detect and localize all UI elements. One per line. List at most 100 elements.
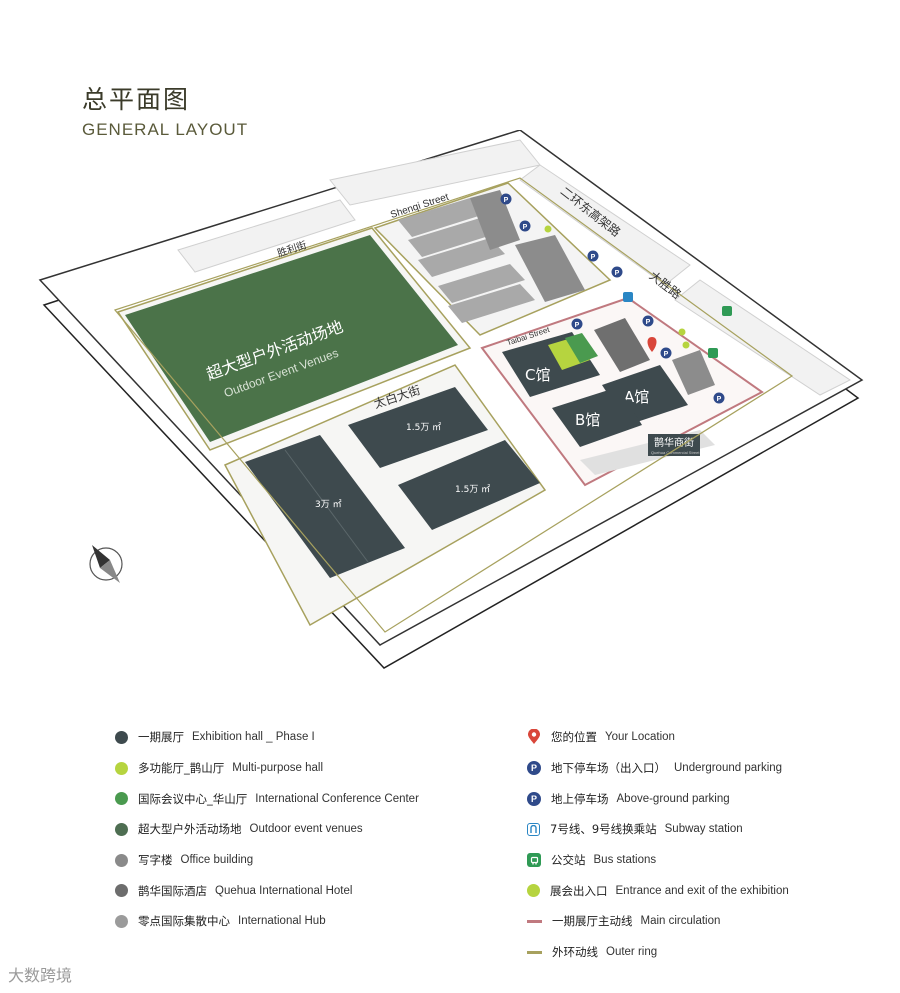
legend-label-en: Outdoor event venues [249, 823, 363, 836]
legend-label-en: International Conference Center [255, 792, 419, 805]
hall-b-label: B馆 [575, 411, 600, 429]
hub-sublabel: Quehua Commercial Street [651, 450, 700, 455]
hotel-building [594, 318, 650, 372]
parking-icon [660, 347, 672, 359]
svg-text:P: P [591, 254, 596, 261]
legend-item: 公交站 Bus stations [527, 845, 789, 876]
legend-item: 超大型户外活动场地 Outdoor event venues [115, 814, 419, 845]
hub-swatch [115, 914, 128, 928]
outdoor-event-venues [125, 235, 458, 442]
legend-item: 零点国际集散中心 International Hub [115, 906, 419, 937]
legend-label-en: Above-ground parking [616, 792, 730, 805]
legend-label-cn: 写字楼 [138, 853, 173, 868]
svg-text:P: P [646, 319, 651, 326]
compass-icon [89, 545, 123, 583]
legend-label-en: Subway station [664, 823, 743, 836]
svg-text:P: P [575, 322, 580, 329]
legend-label-en: Entrance and exit of the exhibition [615, 884, 789, 897]
entrance-swatch [527, 884, 540, 898]
location-pin-icon [647, 337, 657, 352]
legend-label-en: Outer ring [606, 946, 658, 959]
watermark: 大数跨境 [8, 966, 73, 985]
hall-1-5-south [398, 440, 540, 530]
legend-label-en: Your Location [605, 731, 675, 744]
legend-item: 鹊华国际酒店 Quehua International Hotel [115, 875, 419, 906]
page-subtitle: GENERAL LAYOUT [82, 120, 249, 139]
conference-center [565, 333, 598, 363]
svg-text:P: P [523, 224, 528, 231]
parking-icon [500, 193, 512, 205]
legend-label-cn: 7号线、9号线换乘站 [550, 822, 657, 837]
parking-icon [587, 250, 599, 262]
general-layout-map: 超大型户外活动场地 Outdoor Event Venues 1.5万 ㎡ 1.… [38, 130, 864, 669]
entrance-icon [682, 341, 690, 349]
hall-b [552, 387, 642, 447]
hall-1-5-south-label: 1.5万 ㎡ [455, 484, 490, 495]
hall-1-5-north-label: 1.5万 ㎡ [406, 422, 441, 433]
subway-icon [527, 822, 540, 836]
hotel-swatch [115, 884, 128, 898]
entrance-icon [678, 328, 686, 336]
legend-label-cn: 国际会议中心_华山厅 [138, 791, 248, 806]
office-building-swatch [115, 853, 128, 867]
office-building [672, 350, 715, 395]
legend-label-cn: 地上停车场 [551, 791, 609, 806]
outer-ring-swatch [527, 950, 542, 954]
hall-3 [245, 435, 405, 578]
outdoor-venue-swatch [115, 822, 128, 836]
parking-icon [571, 318, 583, 330]
parking-icon [519, 220, 531, 232]
legend-label-en: Main circulation [640, 915, 721, 928]
bus-icon [708, 348, 718, 358]
hub-label-box [648, 434, 700, 456]
legend-label-en: International Hub [238, 915, 326, 928]
legend-label-cn: 展会出入口 [550, 883, 608, 898]
legend-item: 写字楼 Office building [115, 845, 419, 876]
hall-c-label: C馆 [525, 366, 550, 384]
legend-item: 您的位置 Your Location [527, 722, 789, 753]
parking-icon [642, 315, 654, 327]
legend-item: 国际会议中心_华山厅 International Conference Cente… [115, 783, 419, 814]
legend-label-cn: 一期展厅 [138, 730, 184, 745]
location-pin-icon [528, 729, 540, 745]
legend-label-cn: 多功能厅_鹊山厅 [138, 761, 225, 776]
hall-1-5-north [348, 387, 488, 468]
page-title: 总平面图 [82, 85, 191, 114]
legend-item: 一期展厅主动线 Main circulation [527, 906, 789, 937]
legend-item: 多功能厅_鹊山厅 Multi-purpose hall [115, 753, 419, 784]
legend-label-en: Quehua International Hotel [215, 884, 353, 897]
legend-label-cn: 地下停车场（出入口） [551, 761, 666, 776]
outer-ring-route [113, 177, 794, 633]
bus-icon [527, 853, 541, 868]
legend-label-cn: 您的位置 [551, 730, 597, 745]
legend-item: 展会出入口 Entrance and exit of the exhibition [527, 875, 789, 906]
legend-label-en: Bus stations [593, 854, 657, 867]
svg-text:P: P [717, 396, 722, 403]
parking-icon [713, 392, 725, 404]
legend-label-cn: 超大型户外活动场地 [138, 822, 242, 837]
legend-item: 外环动线 Outer ring [527, 937, 789, 968]
legend-item: 7号线、9号线换乘站 Subway station [527, 814, 789, 845]
svg-text:P: P [664, 351, 669, 358]
legend-label-cn: 公交站 [551, 853, 586, 868]
main-circulation-swatch [527, 919, 542, 923]
multipurpose-hall-swatch [115, 761, 128, 775]
subway-icon [623, 292, 633, 302]
legend-label-cn: 外环动线 [552, 945, 598, 960]
office-blocks [398, 190, 585, 323]
legend-label-en: Multi-purpose hall [232, 762, 324, 775]
bus-icon [722, 306, 732, 316]
legend-label-cn: 一期展厅主动线 [552, 914, 633, 929]
parking-markers: P P P P P P P P [500, 193, 725, 404]
legend-label-cn: 零点国际集散中心 [138, 914, 230, 929]
hall-3-label: 3万 ㎡ [315, 499, 342, 510]
legend-label-cn: 鹊华国际酒店 [138, 883, 207, 898]
conference-center-swatch [115, 792, 128, 806]
legend-label-en: Office building [180, 854, 254, 867]
parking-icon: P [527, 761, 541, 776]
